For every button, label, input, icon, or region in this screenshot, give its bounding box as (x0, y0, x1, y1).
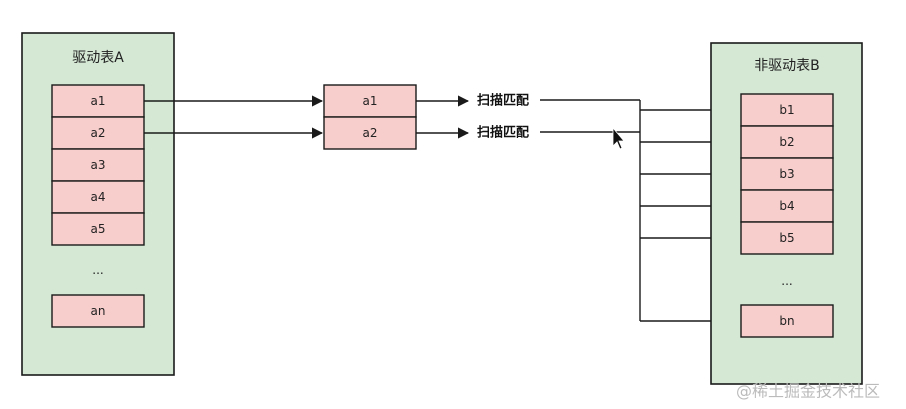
driver-row-a3: a3 (91, 158, 106, 172)
scan-match-label-2: 扫描匹配 (477, 125, 529, 141)
driven-table-title: 非驱动表B (754, 58, 820, 74)
driven-row-b3: b3 (779, 167, 794, 181)
driver-row-an-box (51, 294, 145, 328)
driven-row-b5-box (740, 221, 834, 255)
scan-match-label-1: 扫描匹配 (477, 93, 529, 109)
scan-connectors (540, 99, 741, 327)
driver-row-a5: a5 (91, 222, 106, 236)
driver-row-a4: a4 (91, 190, 106, 204)
driver-row-an: an (91, 304, 106, 318)
buffer-row-a2-box (323, 116, 417, 150)
driven-row-b3-box (740, 157, 834, 191)
driven-row-b1: b1 (779, 103, 794, 117)
driver-row-a2: a2 (91, 126, 106, 140)
buffer-row-a1-box (323, 84, 417, 118)
driver-row-a1-box (51, 84, 145, 118)
driver-table-a: 驱动表A a1 a2 a3 a4 a5 ... an (21, 32, 175, 376)
driven-row-b4-box (740, 189, 834, 223)
driven-table-ellipsis: ... (781, 274, 792, 288)
driver-row-a1: a1 (91, 94, 106, 108)
driven-row-b2: b2 (779, 135, 794, 149)
driven-row-bn-box (740, 304, 834, 338)
driver-table-ellipsis: ... (92, 263, 103, 277)
watermark: @稀土掘金技术社区 (736, 382, 880, 401)
buffer-row-a1: a1 (363, 94, 378, 108)
driven-row-b4: b4 (779, 199, 794, 213)
driver-row-a3-box (51, 148, 145, 182)
driver-row-a5-box (51, 212, 145, 246)
mouse-cursor-icon (612, 126, 625, 150)
driven-row-b1-box (740, 93, 834, 127)
driven-table-b: 非驱动表B b1 b2 b3 b4 b5 ... bn (710, 42, 863, 385)
driven-row-b5: b5 (779, 231, 794, 245)
buffer-row-a2: a2 (363, 126, 378, 140)
driven-row-bn: bn (779, 314, 794, 328)
join-buffer: a1 a2 (323, 84, 417, 150)
driver-table-title: 驱动表A (72, 50, 124, 66)
